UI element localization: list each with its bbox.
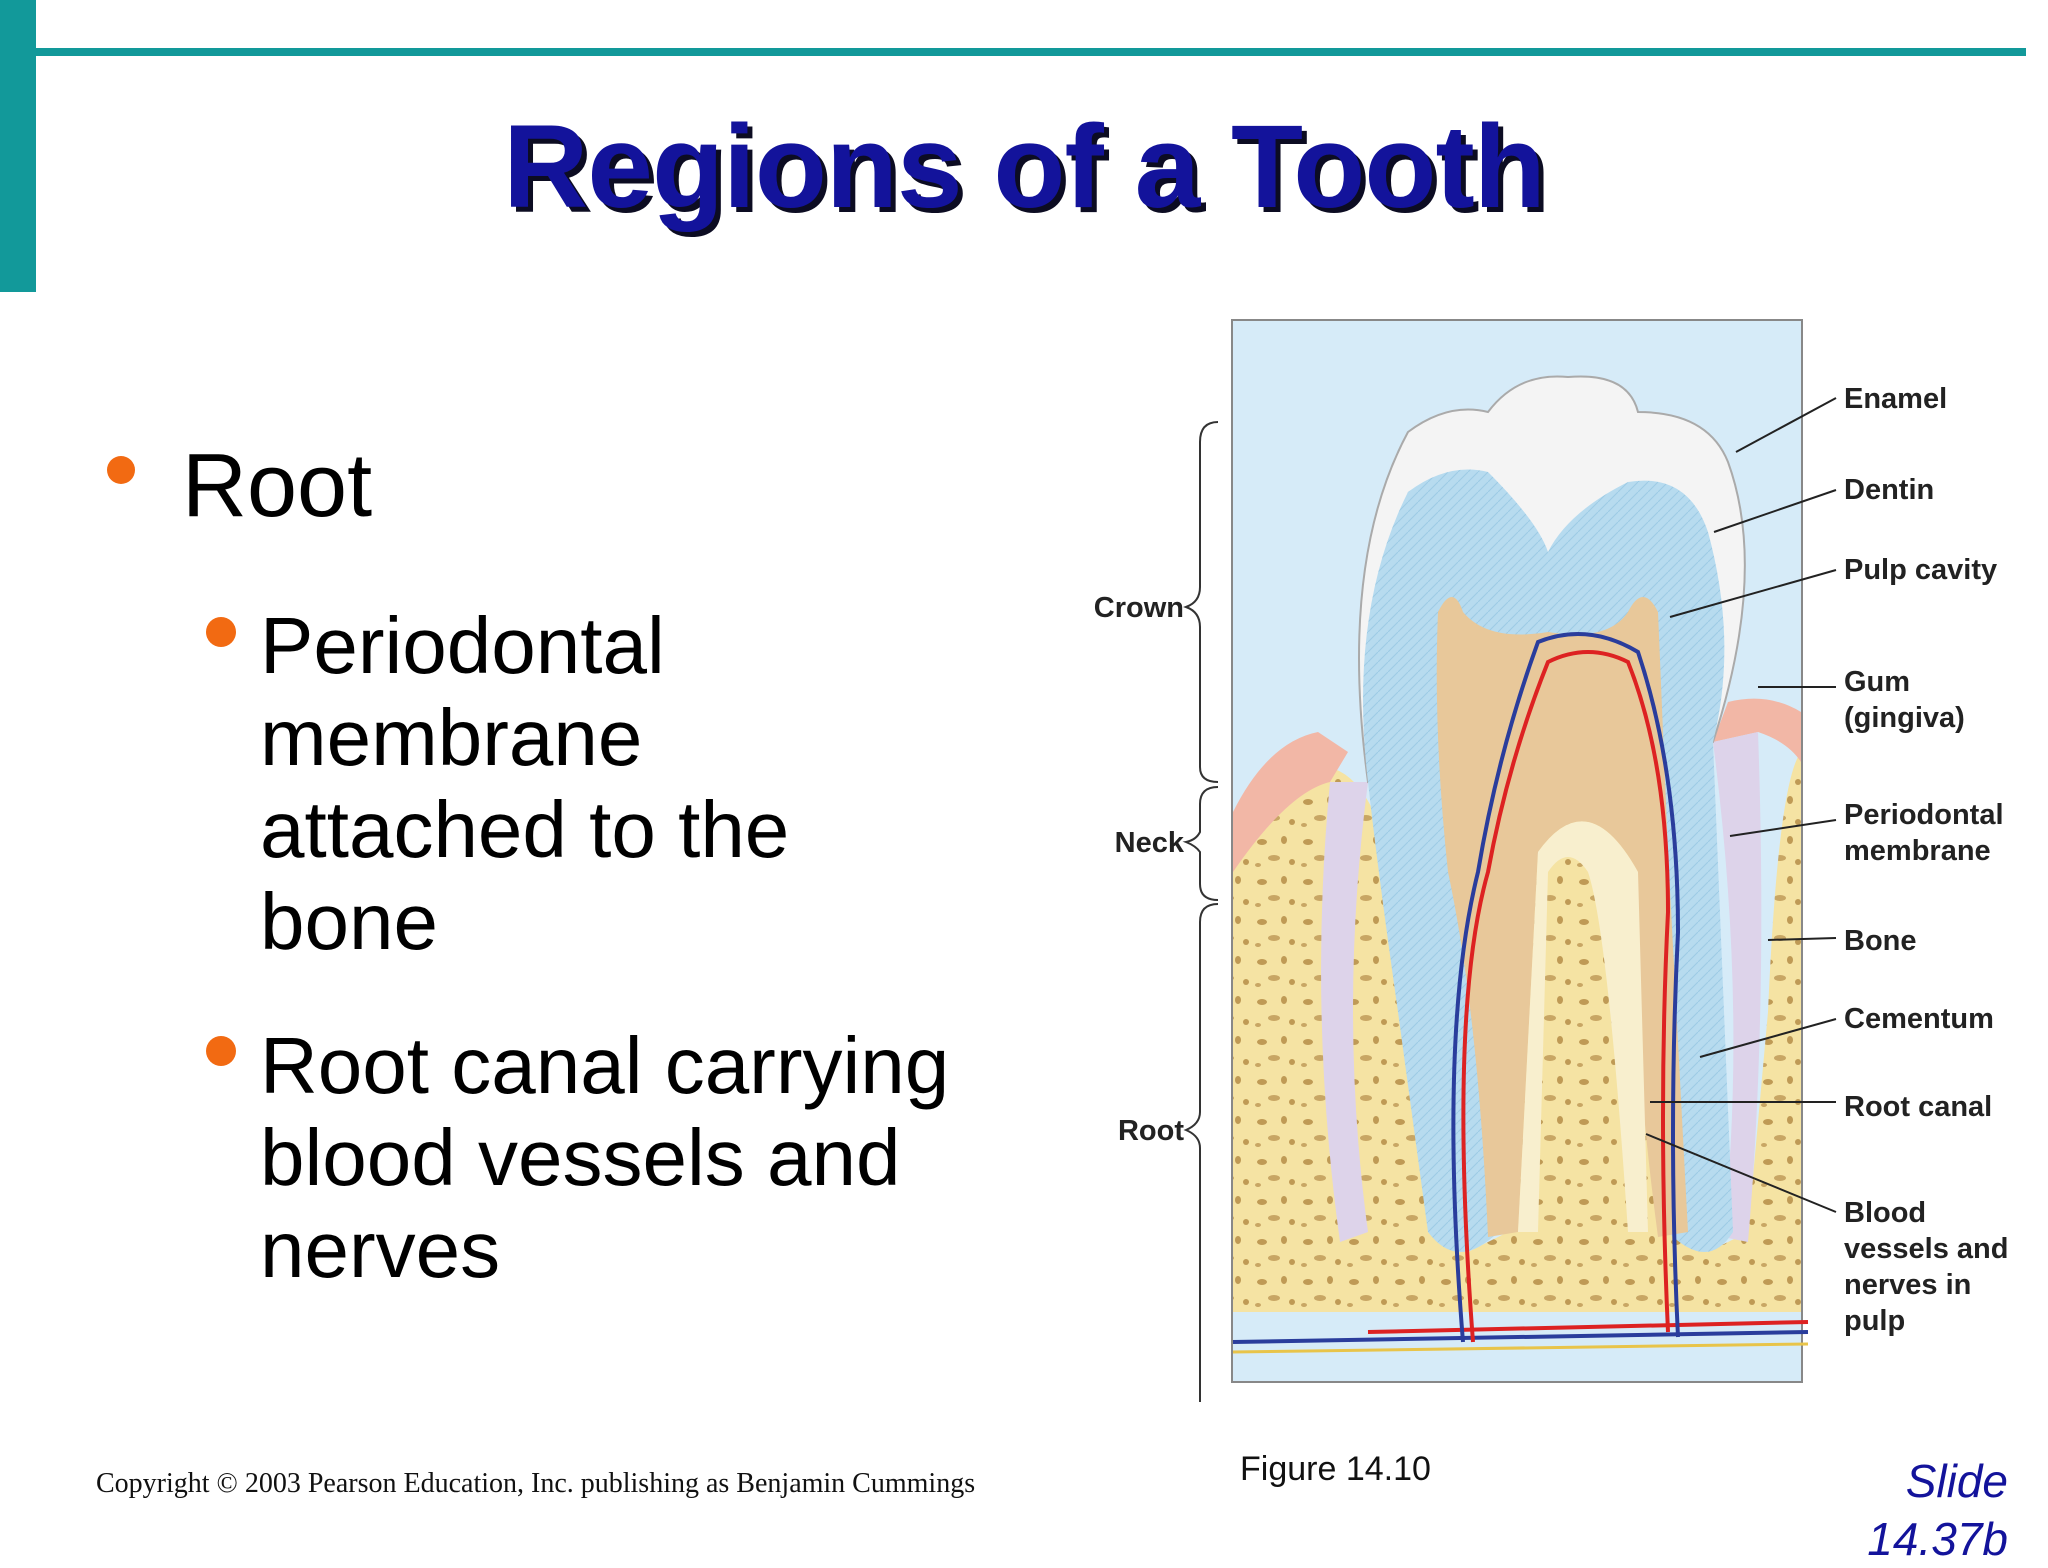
crown-bracket (1183, 421, 1219, 783)
label-root: Root (1118, 1115, 1184, 1147)
bullet-line: Periodontal (260, 601, 665, 690)
tooth-diagram: Crown Neck Root Enamel Dentin Pulp cavit… (1094, 319, 2017, 1402)
label-pulp-cavity: Pulp cavity (1844, 554, 1997, 586)
bullet-line: nerves (260, 1205, 501, 1294)
label-line: Gum (1844, 666, 1910, 698)
label-periodontal-membrane: Periodontal membrane (1844, 799, 2012, 867)
periodontal-membrane (1321, 782, 1368, 1242)
leader-line (1699, 1018, 1837, 1058)
slide-title: Regions of a Tooth (503, 101, 1546, 233)
blood-vessel (1367, 1320, 1809, 1334)
label-line: nerves in (1844, 1269, 1971, 1301)
bullet-line: blood vessels and (260, 1113, 901, 1202)
bullet-line: Root canal carrying (260, 1021, 950, 1110)
neck-bracket (1182, 786, 1219, 901)
blood-vessel (1461, 650, 1671, 1343)
blood-vessel (1232, 1330, 1809, 1344)
accent-line (36, 48, 2026, 56)
root-bracket (1183, 903, 1219, 1402)
blood-vessel (1451, 632, 1681, 1343)
leader-line (1669, 569, 1837, 618)
slide-number-line: Slide (1905, 1455, 2008, 1507)
label-line: (gingiva) (1844, 702, 1965, 734)
inner-dentin (1518, 821, 1648, 1232)
bullet-line: attached to the (260, 785, 790, 874)
label-enamel: Enamel (1844, 383, 1947, 415)
label-line: Blood (1844, 1197, 1926, 1229)
sub-bullet-dot (206, 617, 236, 647)
bullet-dot (107, 456, 135, 484)
copyright-text: Copyright © 2003 Pearson Education, Inc.… (96, 1468, 976, 1499)
periodontal-membrane (1713, 732, 1762, 1242)
bullet-root: Root (182, 436, 373, 536)
label-blood-vessels: Blood vessels and nerves in pulp (1844, 1197, 2017, 1337)
leader-line (1767, 937, 1837, 941)
sub-bullet-root-canal: Root canal carrying blood vessels and ne… (260, 1020, 949, 1296)
blood-vessel (1232, 1342, 1809, 1354)
figure-caption: Figure 14.10 (1240, 1450, 1431, 1488)
label-bone: Bone (1844, 925, 1917, 957)
slide-number-line: 14.37b (1867, 1513, 2008, 1565)
accent-bar (0, 0, 36, 292)
label-line: membrane (1844, 835, 1991, 867)
gum (1713, 698, 1801, 762)
label-neck: Neck (1115, 827, 1185, 859)
leader-line (1735, 397, 1837, 453)
label-crown: Crown (1094, 592, 1184, 624)
gum (1233, 732, 1348, 872)
bullet-line: bone (260, 877, 438, 966)
pulp-cavity (1436, 597, 1688, 1237)
leader-line (1713, 489, 1837, 533)
label-gum: Gum (gingiva) (1844, 666, 1965, 734)
leader-line (1729, 819, 1837, 837)
slide-number: Slide 14.37b (1840, 1452, 2008, 1568)
sub-bullet-dot (206, 1036, 236, 1066)
label-dentin: Dentin (1844, 474, 1934, 506)
bullet-line: membrane (260, 693, 643, 782)
label-line: pulp (1844, 1305, 1905, 1337)
label-line: vessels and (1844, 1233, 2008, 1265)
label-root-canal: Root canal (1844, 1091, 1992, 1123)
label-cementum: Cementum (1844, 1003, 1994, 1035)
leader-line (1645, 1133, 1837, 1213)
label-line: Periodontal (1844, 799, 2004, 831)
sub-bullet-periodontal: Periodontal membrane attached to the bon… (260, 600, 789, 968)
